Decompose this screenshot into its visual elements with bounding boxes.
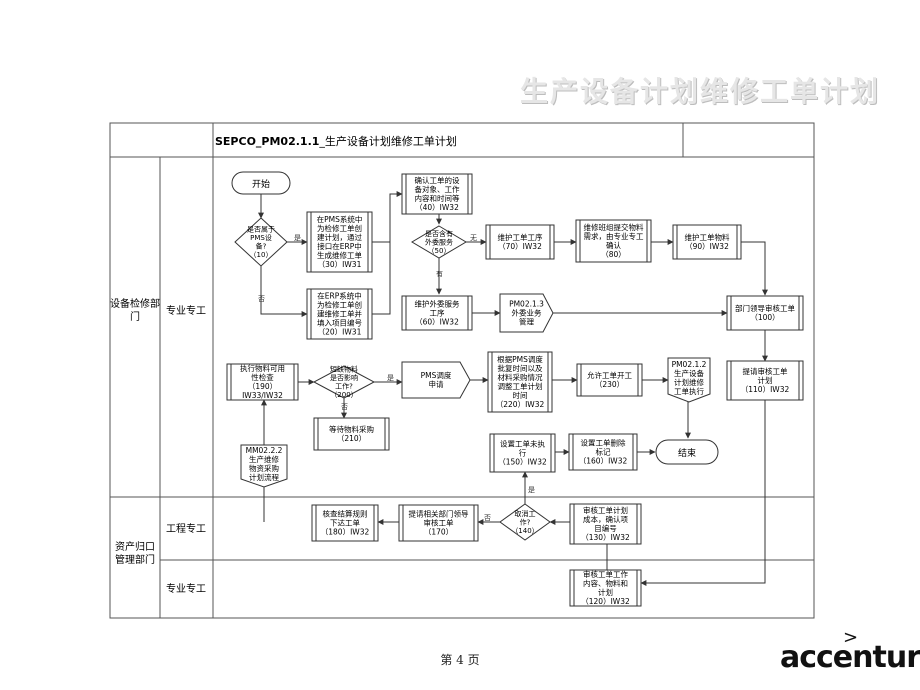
edge-label-none-50: 无 [470, 234, 477, 242]
process-box-n150: 设置工单未执行（150）IW32 [489, 433, 556, 473]
process-box-n220: 根据PMS调度批复时间以及材料采购情况调整工单计划时间（220）IW32 [487, 351, 553, 413]
process-box-n60: 维护外委服务工序（60）IW32 [401, 295, 473, 331]
edge-label-yes-200: 是 [387, 374, 394, 382]
process-box-n190: 执行物料可用性检查（190）IW33/IW32 [226, 363, 299, 401]
svg-text:提请相关部门领导审核工单（170）: 提请相关部门领导审核工单（170） [409, 509, 469, 537]
lane-role-engineering: 工程专工 [166, 522, 206, 535]
brand-mark: > [843, 627, 859, 648]
decision-n200: 短缺物料是否影响工作?（200） [312, 365, 376, 400]
decision-n50: 是否含有外委服务（50） [411, 225, 467, 259]
edge-label-have-50: 有 [436, 269, 443, 278]
lane-role-specialist: 专业专工 [166, 304, 206, 317]
svg-text:等待物料采购（210）: 等待物料采购（210） [329, 424, 374, 443]
svg-text:是否含有外委服务（50）: 是否含有外委服务（50） [425, 229, 453, 255]
process-box-n130: 审核工单计划成本，确认项目编号（130）IW32 [569, 503, 642, 545]
svg-text:审核工单工作内容、物料和计划（120）IW32: 审核工单工作内容、物料和计划（120）IW32 [581, 569, 630, 606]
slide-title: 生产设备计划维修工单计划 [519, 75, 880, 108]
svg-text:执行物料可用性检查（190）IW33/IW32: 执行物料可用性检查（190）IW33/IW32 [240, 363, 285, 400]
process-box-n20: 在ERP系统中为检修工单创建维修工单并填入项目编号（20）IW31 [306, 288, 373, 340]
svg-text:设置工单删除标记（160）IW32: 设置工单删除标记（160）IW32 [579, 438, 628, 466]
edge-label-no-10: 否 [258, 295, 265, 303]
svg-text:部门领导审核工单（100）: 部门领导审核工单（100） [735, 303, 795, 322]
process-box-n170: 提请相关部门领导审核工单（170） [398, 504, 479, 542]
process-box-n80: 维修班组提交物料需求，由专业专工确认（80） [575, 219, 652, 263]
process-box-n230: 允许工单开工（230） [576, 363, 643, 397]
svg-text:维护工单工序（70）IW32: 维护工单工序（70）IW32 [498, 232, 543, 251]
lane-dept1-label: 设备检修部门 [110, 297, 160, 323]
edge-label-yes-140: 是 [528, 486, 535, 494]
svg-text:审核工单计划成本，确认项目编号（130）IW32: 审核工单计划成本，确认项目编号（130）IW32 [581, 505, 630, 542]
process-box-n70: 维护工单工序（70）IW32 [485, 224, 555, 260]
edge-labels: 是 否 无 有 是 否 否 是 [258, 234, 535, 522]
lane-labels: 设备检修部门 专业专工 工程专工 专业专工 资产归口管理部门 [110, 297, 206, 595]
end-node: 结束 [655, 439, 719, 465]
edge-label-no-140: 否 [484, 514, 491, 522]
svg-text:PMS调度申请: PMS调度申请 [421, 370, 452, 389]
svg-text:维修班组提交物料需求，由专业专工确认（80）: 维修班组提交物料需求，由专业专工确认（80） [584, 222, 644, 259]
svg-text:短缺物料是否影响工作?（200）: 短缺物料是否影响工作?（200） [330, 365, 358, 400]
external-process-pms_req: PMS调度申请 [401, 361, 471, 399]
svg-text:允许工单开工（230）: 允许工单开工（230） [587, 370, 632, 389]
process-box-n180: 核查结算规则下达工单（180）IW32 [311, 504, 379, 542]
svg-text:根据PMS调度批复时间以及材料采购情况调整工单计划时间（22: 根据PMS调度批复时间以及材料采购情况调整工单计划时间（220）IW32 [496, 354, 545, 409]
svg-text:在PMS系统中为检修工单创建计划，通过接口在ERP中生成维修: 在PMS系统中为检修工单创建计划，通过接口在ERP中生成维修工单（30）IW31 [317, 214, 363, 269]
process-box-n120: 审核工单工作内容、物料和计划（120）IW32 [569, 569, 642, 607]
process-box-n100: 部门领导审核工单（100） [726, 295, 804, 331]
svg-text:提请审核工单计划（110）IW32: 提请审核工单计划（110）IW32 [741, 366, 790, 394]
svg-text:结束: 结束 [678, 447, 696, 459]
swimlane-frame [109, 122, 815, 619]
process-box-n90: 维护工单物料（90）IW32 [672, 224, 742, 260]
process-boxes: 在PMS系统中为检修工单创建计划，通过接口在ERP中生成维修工单（30）IW31… [226, 173, 804, 607]
edge-label-no-200: 否 [341, 403, 348, 411]
svg-text:在ERP系统中为检修工单创建维修工单并填入项目编号（20）I: 在ERP系统中为检修工单创建维修工单并填入项目编号（20）IW31 [317, 291, 362, 337]
svg-text:确认工单的设备对象、工作内容和时间等（40）IW32: 确认工单的设备对象、工作内容和时间等（40）IW32 [415, 175, 460, 212]
process-box-n160: 设置工单删除标记（160）IW32 [568, 433, 638, 471]
decision-n140: 取消工作?（140） [499, 503, 551, 541]
svg-text:开始: 开始 [252, 178, 270, 190]
page-number: 第 4 页 [440, 653, 480, 667]
process-box-n210: 等待物料采购（210） [313, 417, 390, 451]
start-node: 开始 [231, 171, 291, 195]
diagram-title: SEPCO_PM02.1.1_生产设备计划维修工单计划 [215, 134, 457, 148]
svg-text:设置工单未执行（150）IW32: 设置工单未执行（150）IW32 [498, 439, 547, 467]
svg-text:取消工作?（140）: 取消工作?（140） [511, 509, 538, 535]
process-box-n40: 确认工单的设备对象、工作内容和时间等（40）IW32 [401, 173, 473, 215]
connectors [258, 191, 768, 586]
process-box-n110: 提请审核工单计划（110）IW32 [726, 360, 804, 401]
svg-text:维护外委服务工序（60）IW32: 维护外委服务工序（60）IW32 [415, 299, 460, 327]
svg-text:核查结算规则下达工单（180）IW32: 核查结算规则下达工单（180）IW32 [321, 509, 370, 537]
lane-role-specialist2: 专业专工 [166, 582, 206, 595]
svg-text:维护工单物料（90）IW32: 维护工单物料（90）IW32 [685, 232, 730, 251]
brand-logo: accenture [780, 640, 920, 675]
process-box-n30: 在PMS系统中为检修工单创建计划，通过接口在ERP中生成维修工单（30）IW31 [306, 211, 373, 273]
edge-label-yes-10: 是 [294, 234, 301, 242]
lane-dept2-label: 资产归口管理部门 [115, 540, 155, 566]
